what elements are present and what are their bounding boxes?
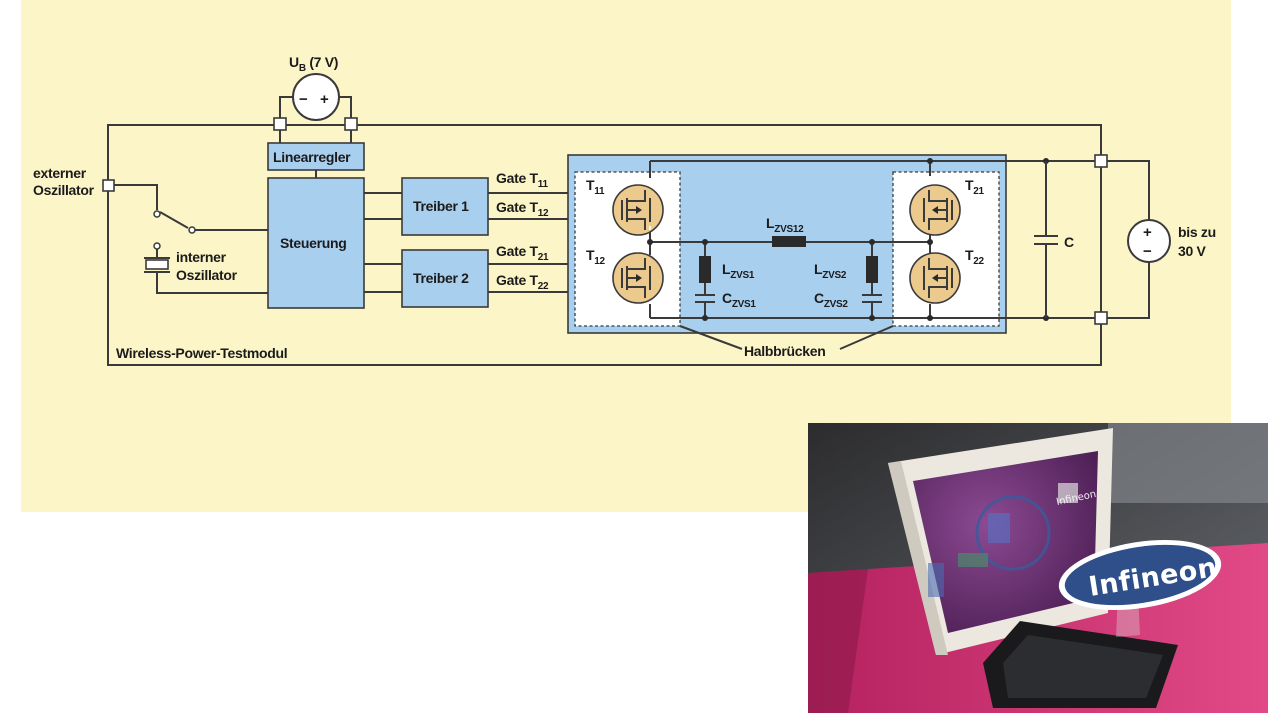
lzvs1-inductor	[699, 256, 711, 283]
output-terminal-top	[1094, 154, 1108, 168]
transistor-t11	[612, 184, 664, 236]
output-terminal-bottom	[1094, 311, 1108, 325]
module-frame	[107, 124, 1102, 366]
gate-t12-label: Gate T12	[496, 199, 549, 219]
extern-oszillator-label-2: Oszillator	[33, 182, 95, 198]
lzvs12-inductor	[772, 236, 806, 247]
dc-source-minus: −	[1143, 243, 1152, 260]
t21-label: T21	[965, 177, 985, 197]
t11-label: T11	[586, 177, 605, 197]
ub-plus-sign: +	[320, 91, 329, 108]
linearregler-label: Linearregler	[273, 149, 351, 165]
treiber2-label: Treiber 2	[413, 270, 469, 286]
intern-oszillator-label-2: Oszillator	[176, 267, 238, 283]
crystal-symbol	[145, 259, 169, 270]
transistor-t21	[909, 184, 961, 236]
transistor-t22	[909, 252, 961, 304]
halbbruecken-label: Halbbrücken	[744, 343, 826, 359]
lzvs2-label: LZVS2	[814, 261, 847, 281]
source-label-2: 30 V	[1178, 243, 1207, 259]
ub-minus-sign: −	[299, 91, 308, 108]
extern-oszillator-label-1: externer	[33, 165, 87, 181]
gate-t21-label: Gate T21	[496, 243, 549, 263]
transistor-t12	[612, 252, 664, 304]
capacitor-c-label: C	[1064, 234, 1074, 250]
lzvs12-label: LZVS12	[766, 215, 804, 235]
gate-t22-label: Gate T22	[496, 272, 549, 292]
dc-source-symbol	[1127, 219, 1171, 263]
t12-label: T12	[586, 247, 606, 267]
dc-source-plus: +	[1143, 224, 1152, 241]
module-label: Wireless-Power-Testmodul	[116, 345, 287, 361]
t22-label: T22	[965, 247, 985, 267]
czvs1-label: CZVS1	[722, 290, 756, 310]
extern-terminal	[102, 179, 115, 192]
ub-label: UB (7 V)	[289, 54, 338, 74]
product-photo: Infineon Infineon	[808, 423, 1268, 713]
lzvs2-inductor	[866, 256, 878, 283]
steuerung-block	[267, 177, 365, 309]
source-label-1: bis zu	[1178, 224, 1216, 240]
lzvs1-label: LZVS1	[722, 261, 755, 281]
treiber1-block	[401, 177, 489, 236]
gate-t11-label: Gate T11	[496, 170, 548, 190]
intern-oszillator-label-1: interner	[176, 249, 227, 265]
ub-terminal-left	[273, 117, 287, 131]
ub-terminal-right	[344, 117, 358, 131]
treiber2-block	[401, 249, 489, 308]
treiber1-label: Treiber 1	[413, 198, 469, 214]
steuerung-label: Steuerung	[280, 235, 347, 251]
czvs2-label: CZVS2	[814, 290, 848, 310]
